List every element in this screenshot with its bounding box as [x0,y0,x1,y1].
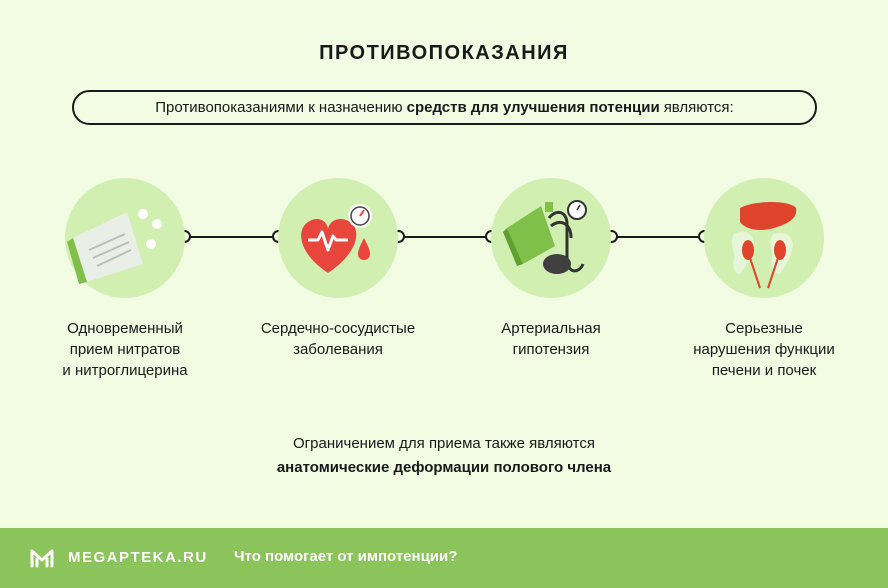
intro-text: Противопоказаниями к назначению [155,99,403,116]
note-line: Ограничением для приема также являются [293,435,595,452]
brand-name[interactable]: MEGAPTEKA.RU [68,549,208,566]
note-bold-line: анатомические деформации полового члена [276,459,612,476]
pills-box-icon [67,209,162,284]
intro-bold-text: средств для улучшения потенции [406,99,660,116]
connector-line [190,236,274,238]
step-circle-nitrates [65,178,185,298]
step-label-liver-kidney: Серьезные нарушения функции печени и поч… [693,320,835,379]
tonometer-icon [503,200,587,274]
page-title: ПРОТИВОПОКАЗАНИЯ [319,42,569,64]
step-circle-liver-kidney [704,178,824,298]
connector-line [616,236,700,238]
connector-line [404,236,488,238]
megapteka-logo-icon [30,549,54,568]
intro-box: Противопоказаниями к назначению средств … [72,90,817,125]
step-circle-cardio [278,178,398,298]
footer-bar: MEGAPTEKA.RU Что помогает от импотенции? [0,528,888,588]
steps-row [0,178,888,298]
step-label-hypotension: Артериальная гипотензия [501,320,601,358]
limitation-note: Ограничением для приема также являются а… [0,432,888,480]
liver-kidneys-icon [731,202,797,289]
step-label-nitrates: Одновременный прием нитратов и нитроглиц… [62,320,188,379]
step-circle-hypotension [491,178,611,298]
intro-text-end: являются: [663,99,734,116]
heart-pressure-icon [301,204,372,273]
step-label-cardio: Сердечно-сосудистые заболевания [260,320,416,358]
footer-article-link[interactable]: Что помогает от импотенции? [234,548,458,565]
